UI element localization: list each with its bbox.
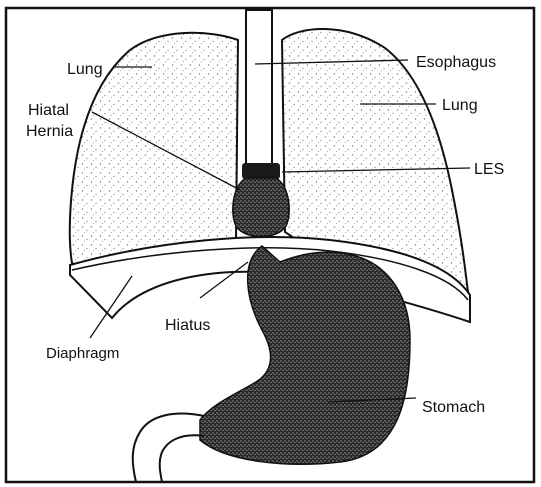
esophagus-tube <box>246 10 272 172</box>
label-hiatal-hernia-line2: Hernia <box>26 123 73 140</box>
duodenum-inner <box>160 435 204 482</box>
label-les: LES <box>474 161 504 178</box>
label-esophagus: Esophagus <box>416 54 496 71</box>
label-hiatal-hernia-line1: Hiatal <box>28 102 69 119</box>
label-lung-right: Lung <box>442 97 478 114</box>
label-hiatus: Hiatus <box>165 317 210 334</box>
label-diaphragm: Diaphragm <box>46 345 119 362</box>
duodenum <box>133 414 204 482</box>
les-band <box>242 163 280 179</box>
label-lung-left: Lung <box>67 61 103 78</box>
stomach <box>200 246 410 464</box>
label-stomach: Stomach <box>422 399 485 416</box>
hiatal-hernia <box>233 178 289 237</box>
